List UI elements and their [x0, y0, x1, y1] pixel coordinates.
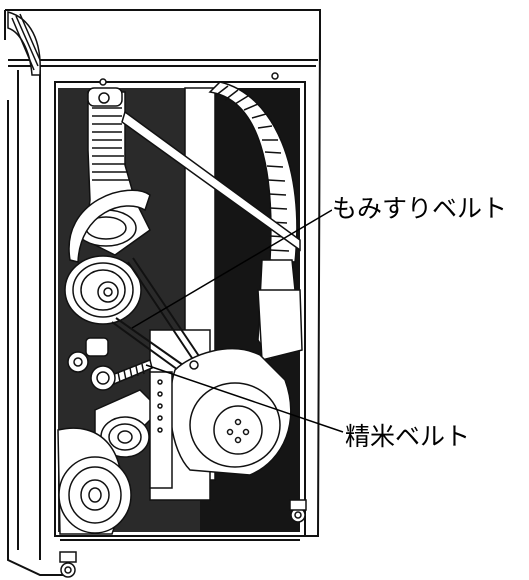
idler-pulleys	[67, 337, 116, 391]
right-hose	[208, 81, 303, 362]
hulling-belt-label: もみすりベルト	[332, 194, 508, 223]
leader-lines	[131, 209, 344, 433]
upper-pulley	[64, 189, 151, 325]
bottom-pulley	[57, 427, 132, 535]
fan-housing	[169, 348, 292, 476]
screws	[99, 72, 279, 86]
casters	[59, 499, 307, 578]
corner-scroll	[7, 11, 41, 76]
bracket	[149, 371, 173, 489]
polishing-belt-label: 精米ベルト	[345, 422, 471, 451]
lower-pulley	[94, 389, 162, 458]
belts	[111, 257, 206, 376]
